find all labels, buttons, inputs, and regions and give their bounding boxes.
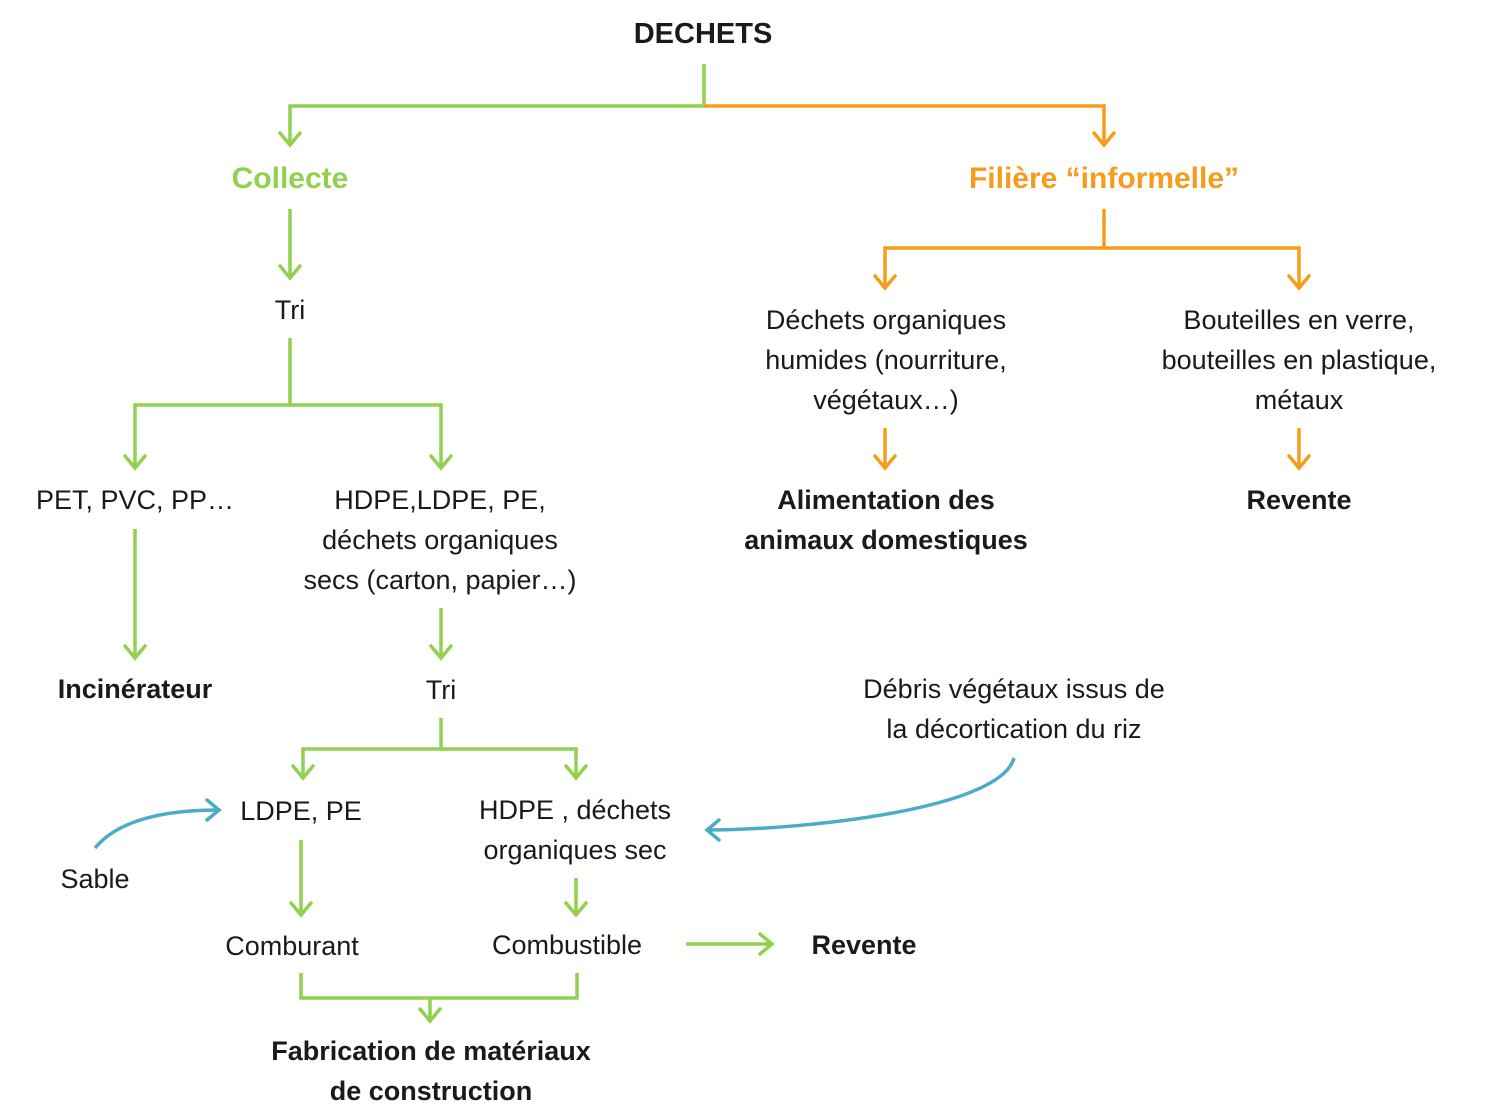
node-hdpe-line-2: déchets organiques [322,525,558,555]
node-dechets-text: DECHETS [633,18,773,50]
node-incinerateur-text: Incinérateur [57,674,213,704]
node-pet-pvc-pp: PET, PVC, PP… [36,480,234,520]
node-revente-1-text: Revente [1246,485,1352,515]
arrowhead-tri-1 [278,264,302,281]
node-alimentation-line-1: Alimentation des [777,485,995,515]
arrowhead-hdpe-dechets [564,764,588,781]
arrowhead-combustible [564,901,588,918]
arrowhead-comburant [289,901,313,918]
node-bouteilles-line-1: Bouteilles en verre, [1183,305,1415,335]
node-comburant: Comburant [225,926,359,966]
node-informelle-text: Filière “informelle” [968,162,1240,195]
arrowhead-organiques [873,274,897,291]
node-fabrication: Fabrication de matériaux de construction [271,1031,591,1111]
node-organiques-line-3: végétaux…) [813,385,959,415]
node-ldpe-pe: LDPE, PE [240,791,362,831]
node-pet-text: PET, PVC, PP… [35,485,235,515]
node-sable-text: Sable [60,864,130,894]
node-filiere-informelle: Filière “informelle” [969,159,1239,199]
node-revente-2-text: Revente [811,930,917,960]
node-collecte-text: Collecte [231,162,349,195]
node-alimentation: Alimentation des animaux domestiques [744,480,1028,560]
connector-collecte-branch [123,209,775,1024]
arrowhead-revente-2 [758,932,775,956]
node-hdpe-dechets-line-1: HDPE , déchets [478,795,672,825]
connector-inputs [93,757,1016,850]
arrowhead-alimentation [873,454,897,471]
node-bouteilles: Bouteilles en verre, bouteilles en plast… [1162,300,1437,420]
arrowhead-pet [123,454,147,471]
node-comburant-text: Comburant [225,931,359,961]
connector-informelle-branch [873,209,1311,471]
connector-tri-split [133,338,292,468]
node-fabrication-line-2: de construction [329,1076,533,1106]
arrowhead-ldpe [291,764,315,781]
arrowhead-hdpe [429,454,453,471]
connector-informelle-to-bouteilles [1104,246,1301,288]
arrowhead-collecte [278,131,302,148]
connector-informelle-split [883,209,1106,288]
connector-tri2-to-hdpe-dechets [441,747,578,778]
node-incinerateur: Incinérateur [58,669,213,709]
arrowhead-informelle [1092,131,1116,148]
arrowhead-incinerateur [123,644,147,661]
node-sable: Sable [60,859,129,899]
node-tri-1: Tri [275,290,305,330]
node-combustible: Combustible [492,925,642,965]
connector-root-to-collecte [288,64,706,145]
node-revente-1: Revente [1246,480,1351,520]
node-organiques-line-2: humides (nourriture, [765,345,1007,375]
connector-root-split [278,64,1116,148]
arrowhead-debris [704,818,721,842]
connector-sable-to-ldpe [93,808,220,850]
node-collecte: Collecte [232,159,349,199]
node-hdpe-dechets-organiques: HDPE , déchets organiques sec [479,790,671,870]
node-dechets: DECHETS [634,14,773,54]
node-debris-line-2: la décortication du riz [886,714,1142,744]
node-combustible-text: Combustible [491,930,643,960]
node-tri-2: Tri [426,670,456,710]
connector-root-to-informelle [704,104,1106,145]
arrowhead-sable [205,798,222,822]
arrowhead-tri-2 [429,644,453,661]
connector-tri2-split [301,718,443,778]
arrowhead-revente-1 [1287,454,1311,471]
node-bouteilles-line-2: bouteilles en plastique, [1161,345,1437,375]
node-organiques-line-1: Déchets organiques [765,305,1007,335]
node-fabrication-line-1: Fabrication de matériaux [271,1036,591,1066]
node-debris-vegetaux: Débris végétaux issus de la décorticatio… [863,669,1165,749]
connector-debris-to-hdpe-dechets [706,757,1016,832]
node-tri-2-text: Tri [425,675,457,705]
connector-tri-to-hdpe [290,403,443,468]
node-hdpe-line-3: secs (carton, papier…) [303,565,577,595]
node-debris-line-1: Débris végétaux issus de [863,674,1165,704]
node-revente-2: Revente [811,925,916,965]
node-dechets-organiques-humides: Déchets organiques humides (nourriture, … [765,300,1007,420]
node-hdpe-dechets-line-2: organiques sec [483,835,667,865]
node-bouteilles-line-3: métaux [1254,385,1344,415]
connector-merge-to-fabrication [299,973,579,1021]
node-hdpe-line-1: HDPE,LDPE, PE, [334,485,546,515]
arrowhead-fabrication [418,1007,442,1024]
node-ldpe-text: LDPE, PE [240,796,362,826]
arrowhead-bouteilles [1287,274,1311,291]
node-tri-1-text: Tri [274,295,306,325]
node-alimentation-line-2: animaux domestiques [744,525,1028,555]
node-hdpe-ldpe-pe: HDPE,LDPE, PE, déchets organiques secs (… [303,480,576,600]
